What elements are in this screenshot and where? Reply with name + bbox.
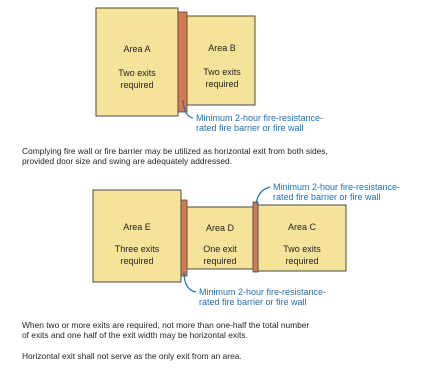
caption-top-line2: provided door size and swing are adequat… bbox=[22, 156, 232, 166]
area-e-name: Area E bbox=[123, 222, 151, 232]
caption-bottom-line2: of exits and one half of the exit width … bbox=[22, 330, 248, 340]
area-b-name: Area B bbox=[208, 43, 236, 53]
note-top-line2: rated fire barrier or fire wall bbox=[196, 123, 304, 133]
fire-wall-ab bbox=[177, 11, 188, 113]
area-a-name: Area A bbox=[123, 44, 150, 54]
note-bottom-top-line1: Minimum 2-hour fire-resistance- bbox=[273, 182, 400, 192]
area-e-exits: Three exits bbox=[115, 244, 160, 254]
fire-wall-dc bbox=[252, 201, 259, 273]
area-b bbox=[186, 15, 256, 106]
note-bottom-line1: Minimum 2-hour fire-resistance- bbox=[199, 287, 326, 297]
leader-line-bottom bbox=[183, 271, 197, 293]
caption-bottom-line1: When two or more exits are required, not… bbox=[22, 320, 310, 330]
area-d-name: Area D bbox=[206, 223, 235, 233]
area-c-exits: Two exits bbox=[283, 244, 321, 254]
area-e bbox=[92, 189, 182, 283]
caption-bottom-line3: Horizontal exit shall not serve as the o… bbox=[22, 351, 242, 361]
area-b-exits: Two exits bbox=[203, 67, 241, 77]
note-bottom-top-line2: rated fire barrier or fire wall bbox=[273, 192, 381, 202]
leader-line-bottom-top bbox=[255, 186, 271, 205]
fire-wall-ed bbox=[180, 199, 188, 277]
caption-top-line1: Complying fire wall or fire barrier may … bbox=[22, 146, 328, 156]
area-a bbox=[95, 7, 179, 117]
area-a-required: required bbox=[120, 80, 153, 90]
note-top-line1: Minimum 2-hour fire-resistance- bbox=[196, 113, 323, 123]
area-c bbox=[257, 204, 347, 272]
area-d-required: required bbox=[203, 256, 236, 266]
note-bottom-line2: rated fire barrier or fire wall bbox=[199, 297, 307, 307]
area-e-required: required bbox=[120, 256, 153, 266]
area-d-exits: One exit bbox=[203, 244, 237, 254]
leader-line-top bbox=[182, 99, 194, 119]
area-b-required: required bbox=[205, 79, 238, 89]
area-c-required: required bbox=[285, 256, 318, 266]
area-c-name: Area C bbox=[288, 222, 317, 232]
area-a-exits: Two exits bbox=[118, 68, 156, 78]
